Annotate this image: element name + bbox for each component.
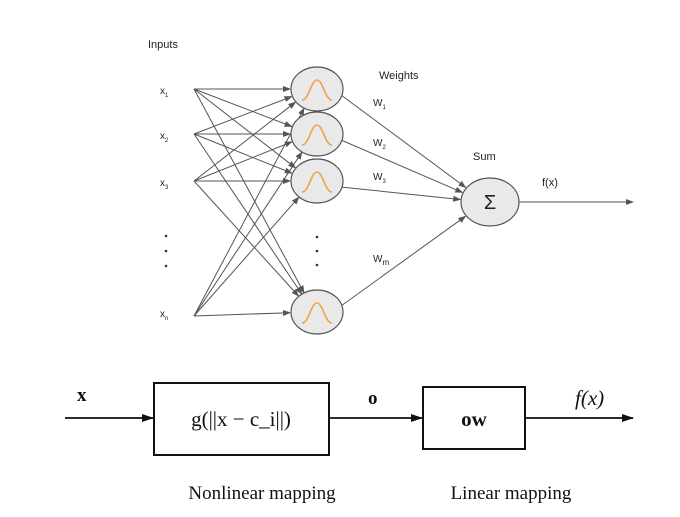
connection-input-2-to-hidden-3 bbox=[193, 133, 293, 174]
block-diagram-section: x g(||x − c_i||) o ow f(x) Nonlinear map… bbox=[65, 382, 634, 504]
hidden-node-2 bbox=[290, 111, 344, 157]
output-label: f(x) bbox=[542, 177, 558, 189]
connection-input-1-to-hidden-4 bbox=[193, 88, 305, 294]
sum-node: Σ bbox=[460, 177, 520, 227]
nonlinear-caption: Nonlinear mapping bbox=[188, 483, 336, 504]
linear-caption: Linear mapping bbox=[451, 483, 572, 504]
hidden-to-sum-connections bbox=[340, 94, 467, 307]
connection-input-4-to-hidden-4 bbox=[193, 309, 291, 317]
weight-label-w2: W2 bbox=[373, 138, 386, 151]
block-mid-label: o bbox=[368, 388, 378, 409]
connection-hidden-3-to-sum bbox=[340, 186, 462, 202]
weight-label-wm: Wm bbox=[373, 254, 389, 267]
block-input-label: x bbox=[77, 385, 87, 406]
connection-input-3-to-hidden-4 bbox=[193, 180, 300, 297]
hidden-node-3 bbox=[290, 158, 344, 204]
input-label-x2: x2 bbox=[160, 131, 169, 144]
weight-label-w1: W1 bbox=[373, 98, 386, 111]
connection-input-4-to-hidden-1 bbox=[193, 107, 305, 317]
weights-label: Weights bbox=[379, 70, 419, 82]
connection-hidden-2-to-sum bbox=[340, 139, 464, 193]
input-label-xn: xn bbox=[160, 309, 168, 322]
hidden-node-m bbox=[290, 289, 344, 335]
hidden-ellipsis bbox=[315, 235, 319, 267]
gaussian-icon bbox=[301, 171, 333, 193]
block-output-label: f(x) bbox=[575, 386, 604, 410]
gaussian-icon bbox=[301, 124, 333, 146]
nonlinear-mapping-formula: g(||x − c_i||) bbox=[191, 407, 291, 431]
connection-hidden-1-to-sum bbox=[340, 94, 467, 188]
connection-input-3-to-hidden-1 bbox=[193, 101, 297, 182]
input-ellipsis bbox=[164, 234, 168, 268]
linear-mapping-formula: ow bbox=[461, 407, 488, 431]
connection-input-4-to-hidden-3 bbox=[193, 196, 300, 317]
network-section: Inputs Weights Sum x1 x2 x3 xn bbox=[148, 39, 634, 335]
input-label-x1: x1 bbox=[160, 86, 169, 99]
weight-label-w3: W3 bbox=[373, 172, 386, 185]
connection-input-4-to-hidden-2 bbox=[193, 151, 303, 317]
hidden-node-1 bbox=[290, 66, 344, 112]
connection-input-3-to-hidden-2 bbox=[193, 141, 293, 182]
nonlinear-mapping-box bbox=[153, 382, 330, 456]
gaussian-icon bbox=[301, 302, 333, 324]
connection-input-1-to-hidden-2 bbox=[193, 88, 293, 127]
weight-labels: W1 W2 W3 Wm bbox=[373, 98, 389, 267]
gaussian-icon bbox=[301, 79, 333, 101]
connection-input-1-to-hidden-3 bbox=[193, 88, 297, 169]
connection-input-2-to-hidden-1 bbox=[193, 96, 293, 135]
input-nodes: x1 x2 x3 xn bbox=[160, 86, 169, 322]
input-label-x3: x3 bbox=[160, 178, 169, 191]
sigma-icon: Σ bbox=[484, 192, 496, 214]
connection-hidden-4-to-sum bbox=[340, 215, 467, 307]
sum-label: Sum bbox=[473, 151, 496, 163]
input-to-hidden-connections bbox=[193, 86, 305, 317]
inputs-label: Inputs bbox=[148, 39, 178, 51]
hidden-nodes bbox=[290, 66, 344, 335]
